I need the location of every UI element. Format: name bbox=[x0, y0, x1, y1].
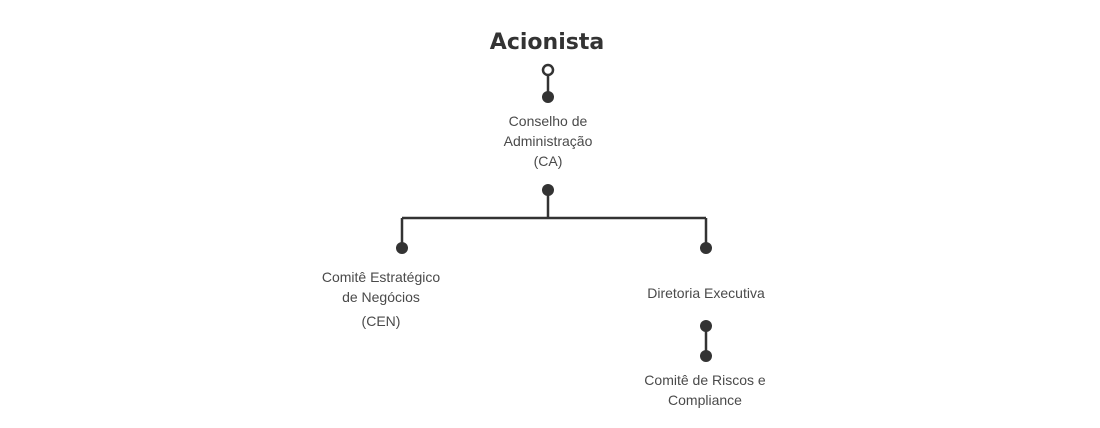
node-dot-icon bbox=[542, 184, 554, 196]
node-dot-icon bbox=[542, 91, 554, 103]
node-ca-line2: Administração bbox=[503, 133, 593, 149]
node-riscos-line1: Comitê de Riscos e bbox=[644, 372, 766, 388]
node-riscos: Comitê de Riscos e Compliance bbox=[644, 370, 765, 410]
node-cen-line2: de Negócios bbox=[342, 289, 420, 305]
node-diretoria: Diretoria Executiva bbox=[647, 283, 765, 303]
node-ca: Conselho de Administração (CA) bbox=[504, 111, 593, 171]
node-riscos-line2: Compliance bbox=[668, 392, 742, 408]
node-ca-line3: (CA) bbox=[533, 153, 563, 169]
node-dot-icon bbox=[700, 320, 712, 332]
node-dot-icon bbox=[700, 242, 712, 254]
node-diretoria-line1: Diretoria Executiva bbox=[647, 285, 765, 301]
node-cen-line3: (CEN) bbox=[361, 313, 401, 329]
node-cen-line1: Comitê Estratégico bbox=[321, 269, 441, 285]
node-dot-icon bbox=[396, 242, 408, 254]
node-dot-icon bbox=[700, 350, 712, 362]
open-node-icon bbox=[541, 63, 555, 77]
node-cen: Comitê Estratégico de Negócios (CEN) bbox=[322, 267, 440, 331]
chart-title: Acionista bbox=[489, 30, 605, 55]
node-ca-line1: Conselho de bbox=[508, 113, 588, 129]
